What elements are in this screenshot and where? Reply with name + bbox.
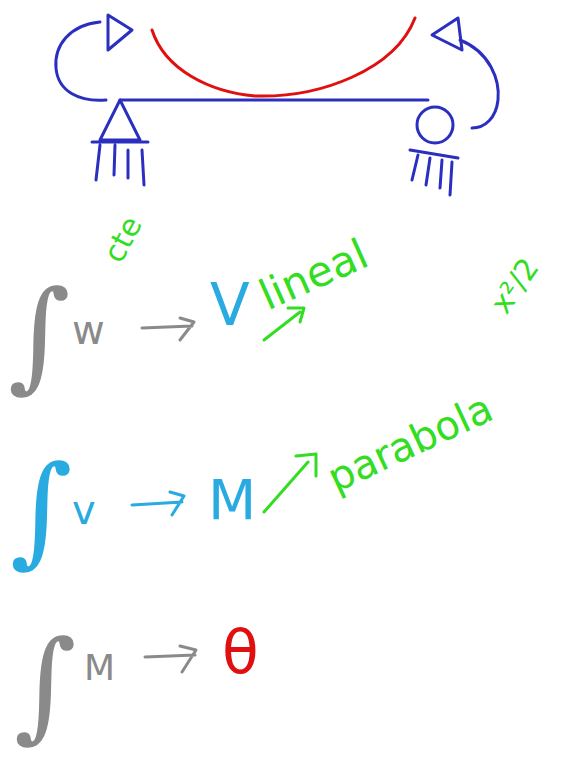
arrow — [132, 492, 184, 515]
integral-sign: ∫ — [14, 625, 77, 745]
moment-arrow — [460, 40, 498, 128]
beam — [120, 99, 428, 102]
arrow — [142, 318, 194, 340]
arrow — [264, 454, 316, 512]
arrow-head — [432, 18, 462, 50]
ground-hatch — [410, 150, 458, 195]
moment-arrow — [56, 22, 106, 100]
note-text: x²/2 — [486, 253, 544, 319]
deflection-curve — [152, 18, 415, 96]
variable-text: M — [208, 472, 256, 528]
variable-text: θ — [222, 622, 259, 682]
note-text: lineal — [253, 233, 373, 317]
pin-support — [100, 100, 140, 140]
integral-sign: ∫ — [10, 450, 73, 570]
variable-text: v — [72, 490, 96, 530]
arrow-head — [108, 15, 132, 50]
variable-text: V — [210, 276, 250, 334]
arrow — [145, 646, 196, 672]
variable-text: M — [84, 650, 115, 686]
note-text: parabola — [322, 387, 499, 498]
integral-sign: ∫ — [8, 275, 71, 395]
ground-hatch — [92, 142, 148, 185]
variable-text: w — [72, 310, 105, 350]
roller-support — [417, 107, 453, 143]
note-text: cte — [99, 212, 147, 267]
